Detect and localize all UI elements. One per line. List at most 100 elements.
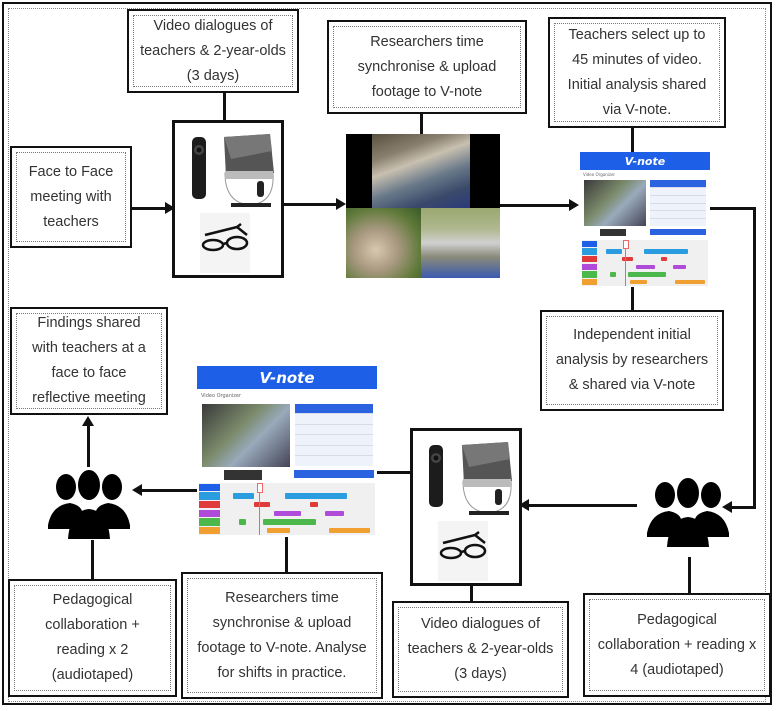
vnote-timeline xyxy=(199,483,375,535)
vnote-track-label xyxy=(582,255,598,263)
smart-glasses-icon xyxy=(200,213,250,273)
vnote-table-row xyxy=(295,455,373,467)
vnote-track-segment xyxy=(238,519,247,525)
vnote-table-row xyxy=(650,187,706,196)
box-findings-shared-text: Findings shared with teachers at a face … xyxy=(16,313,162,409)
vnote-action-buttons xyxy=(650,229,706,235)
connector-right-bottom xyxy=(730,506,756,509)
robot-camera-icon xyxy=(462,442,512,515)
people-group-icon-right xyxy=(647,478,729,547)
360-camera-icon xyxy=(429,445,443,507)
vnote-track-segment xyxy=(274,510,301,516)
robot-camera-icon xyxy=(224,134,274,207)
devices-illustration xyxy=(192,134,274,273)
box-teachers-select-text: Teachers select up to 45 minutes of vide… xyxy=(554,23,720,122)
vnote-annotation-table xyxy=(295,404,373,466)
vnote-track-label xyxy=(199,500,221,509)
vnote-table-row xyxy=(650,202,706,212)
vnote-table-row xyxy=(650,194,706,204)
arrow-to-vnote xyxy=(569,199,579,211)
connector-group-to-devices-bottom xyxy=(527,504,637,507)
vnote-track-segment xyxy=(605,249,622,254)
box-pedagogical-4: Pedagogical collaboration + reading x 4 … xyxy=(583,593,771,697)
connector-group-to-pedagogical4 xyxy=(688,557,691,594)
box-video-dialogues-top: Video dialogues of teachers & 2-year-old… xyxy=(127,9,299,93)
connector-video-top-to-devices xyxy=(223,92,226,122)
vnote-track-segment xyxy=(254,502,270,508)
vnote-track-segment xyxy=(630,279,647,285)
classroom-footage-collage xyxy=(346,134,500,278)
devices-box-top xyxy=(172,120,284,278)
vnote-track-label xyxy=(199,492,221,500)
box-teachers-select: Teachers select up to 45 minutes of vide… xyxy=(548,17,726,128)
360-camera-icon xyxy=(192,137,206,199)
vnote-track-label xyxy=(199,483,221,492)
box-face-to-face-text: Face to Face meeting with teachers xyxy=(16,152,126,242)
vnote-video-player xyxy=(202,404,290,467)
vnote-table-row xyxy=(295,434,373,446)
vnote-playhead-marker xyxy=(256,483,263,493)
arrow-to-devices xyxy=(165,202,175,214)
connector-group-left-to-pedagogical2 xyxy=(91,540,94,580)
connector-face-to-devices xyxy=(131,207,167,210)
vnote-annotation-table xyxy=(650,180,706,226)
vnote-table-row xyxy=(650,210,706,219)
vnote-video-player xyxy=(584,180,646,226)
vnote-track-segment xyxy=(628,272,666,277)
arrow-to-group-right xyxy=(722,501,732,513)
vnote-playhead xyxy=(258,483,260,535)
box-pedagogical-2-text: Pedagogical collaboration + reading x 2 … xyxy=(14,585,171,691)
diagram-frame xyxy=(2,2,772,705)
box-video-dialogues-bottom: Video dialogues of teachers & 2-year-old… xyxy=(392,601,569,698)
arrow-to-group-left xyxy=(132,484,142,496)
connector-footage-to-vnote xyxy=(499,204,571,207)
vnote-track-label xyxy=(199,526,221,535)
vnote-timeline xyxy=(582,240,708,286)
vnote-playhead xyxy=(624,240,626,286)
connector-vnote-right xyxy=(710,207,756,210)
vnote-track-label xyxy=(582,263,598,271)
footage-frame-indoor xyxy=(372,134,470,208)
connector-group-left-to-findings xyxy=(87,425,90,467)
vnote-header: V-note xyxy=(580,152,710,170)
vnote-track-label xyxy=(582,240,598,248)
vnote-header: V-note xyxy=(197,366,377,389)
vnote-table-row xyxy=(295,413,373,425)
vnote-track-segment xyxy=(232,493,255,499)
box-findings-shared: Findings shared with teachers at a face … xyxy=(10,307,168,415)
vnote-track-segment xyxy=(328,528,371,534)
smart-glasses-icon xyxy=(438,521,488,581)
devices-box-bottom xyxy=(410,428,522,586)
vnote-track-segment xyxy=(635,264,655,270)
vnote-track-label xyxy=(199,509,221,518)
vnote-track-label xyxy=(582,278,598,286)
connector-devices-bottom-to-video-bottom xyxy=(470,585,473,601)
vnote-playback-controls xyxy=(600,229,626,236)
box-researchers-sync-top: Researchers time synchronise & upload fo… xyxy=(327,20,527,114)
box-face-to-face: Face to Face meeting with teachers xyxy=(10,146,132,248)
vnote-track-segment xyxy=(643,249,689,254)
vnote-app-screenshot-bottom: V-note Video Organizer xyxy=(197,366,377,536)
arrow-to-findings xyxy=(82,416,94,426)
vnote-section-title: Video Organizer xyxy=(201,393,242,399)
vnote-track-segment xyxy=(325,510,345,516)
arrow-to-footage xyxy=(336,198,346,210)
diagram-frame-inner xyxy=(8,8,766,702)
vnote-track-segment xyxy=(266,528,290,534)
box-video-dialogues-bottom-text: Video dialogues of teachers & 2-year-old… xyxy=(398,607,563,692)
arrow-to-devices-bottom xyxy=(519,499,529,511)
connector-vnote-bottom-to-group-left xyxy=(140,489,198,492)
connector-teachers-select-to-vnote xyxy=(631,126,634,152)
box-independent-analysis: Independent initial analysis by research… xyxy=(540,310,724,411)
vnote-section-title: Video Organizer xyxy=(583,172,616,177)
vnote-action-buttons xyxy=(294,470,374,478)
vnote-track-label xyxy=(199,518,221,526)
connector-devices-bottom-to-vnote xyxy=(374,471,411,474)
vnote-track-segment xyxy=(610,272,616,277)
vnote-track-segment xyxy=(263,519,317,525)
people-group-icon-left xyxy=(48,470,130,539)
connector-devices-to-footage xyxy=(283,203,338,206)
vnote-playback-controls xyxy=(224,470,262,480)
vnote-track-segment xyxy=(621,256,633,262)
box-researchers-sync-top-text: Researchers time synchronise & upload fo… xyxy=(333,26,521,108)
